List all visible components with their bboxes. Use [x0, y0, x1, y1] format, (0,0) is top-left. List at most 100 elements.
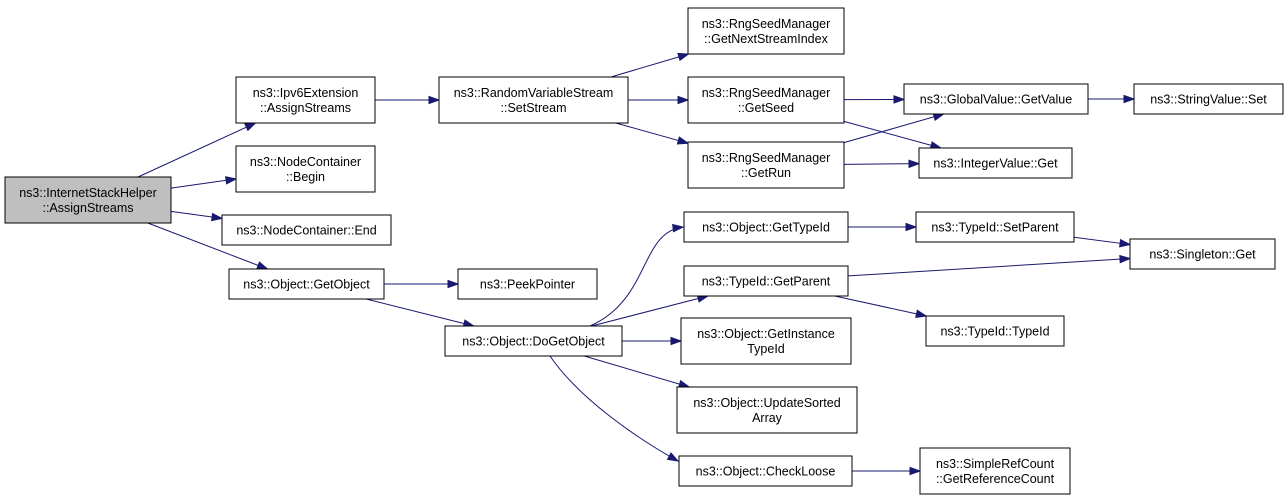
node-doget[interactable]: ns3::Object::DoGetObject — [444, 325, 623, 357]
edge-tgp-to-ttid — [834, 295, 927, 317]
node-cl[interactable]: ns3::Object::CheckLoose — [678, 455, 853, 487]
node-box — [235, 145, 376, 193]
node-box — [1129, 238, 1276, 270]
edge-rvs-to-rngr — [615, 122, 689, 144]
node-rvs[interactable]: ns3::RandomVariableStream::SetStream — [438, 76, 629, 124]
node-label: ns3::Object::DoGetObject — [462, 335, 605, 349]
node-box — [683, 211, 849, 243]
node-ipv6[interactable]: ns3::Ipv6Extension::AssignStreams — [235, 76, 376, 124]
node-label: ns3::GlobalValue::GetValue — [920, 93, 1072, 107]
node-label: Array — [752, 411, 783, 425]
node-iv[interactable]: ns3::IntegerValue::Get — [918, 147, 1073, 179]
node-gtid[interactable]: ns3::Object::GetTypeId — [683, 211, 849, 243]
edge-doget-to-tgp — [591, 295, 708, 327]
edge-root-to-getobj-arrowhead — [256, 261, 269, 270]
node-label: ns3::SimpleRefCount — [936, 457, 1055, 471]
node-box — [1133, 83, 1284, 115]
node-sg[interactable]: ns3::Singleton::Get — [1129, 238, 1276, 270]
node-label: ns3::RngSeedManager — [702, 17, 831, 31]
edge-getobj-to-doget — [366, 298, 474, 327]
edge-gtid-to-tsp-arrowhead — [905, 222, 918, 232]
edge-cl-to-src-arrowhead — [909, 466, 922, 476]
node-label: ::Begin — [286, 170, 325, 184]
node-label: ns3::RngSeedManager — [702, 151, 831, 165]
edge-gv-to-sv-arrowhead — [1123, 94, 1136, 104]
edge-tgp-to-sg-arrowhead — [1119, 254, 1132, 264]
edge-rngr-to-iv — [843, 163, 920, 165]
node-peek[interactable]: ns3::PeekPointer — [457, 268, 598, 300]
node-label: ns3::TypeId::TypeId — [940, 325, 1049, 339]
nodes-layer: ns3::InternetStackHelper::AssignStreamsn… — [4, 7, 1284, 495]
node-root[interactable]: ns3::InternetStackHelper::AssignStreams — [4, 176, 172, 224]
node-box — [687, 7, 845, 55]
node-rngn[interactable]: ns3::RngSeedManager::GetNextStreamIndex — [687, 7, 845, 55]
node-box — [687, 76, 845, 124]
edge-root-to-nce-arrowhead — [211, 212, 224, 222]
node-label: ns3::Ipv6Extension — [253, 86, 359, 100]
node-box — [680, 317, 852, 365]
edge-rngr-to-iv-arrowhead — [908, 159, 921, 169]
edge-doget-to-gtid — [589, 226, 684, 327]
edge-root-to-ncb — [170, 178, 237, 189]
node-box — [915, 211, 1075, 243]
node-box — [438, 76, 629, 124]
node-sv[interactable]: ns3::StringValue::Set — [1133, 83, 1284, 115]
node-label: TypeId — [747, 342, 785, 356]
node-label: ns3::NodeContainer — [250, 155, 361, 169]
node-gv[interactable]: ns3::GlobalValue::GetValue — [903, 83, 1089, 115]
edge-rngs-to-iv — [843, 120, 941, 149]
edge-rvs-to-rngn — [610, 53, 689, 78]
edge-rngr-to-gv — [843, 113, 944, 144]
node-ttid[interactable]: ns3::TypeId::TypeId — [925, 315, 1065, 347]
node-label: ns3::PeekPointer — [480, 278, 575, 292]
node-box — [235, 76, 376, 124]
node-label: ::GetRun — [741, 166, 791, 180]
node-box — [221, 214, 392, 246]
node-label: ::AssignStreams — [260, 101, 351, 115]
node-getobj[interactable]: ns3::Object::GetObject — [228, 268, 385, 300]
node-box — [925, 315, 1065, 347]
node-label: ns3::TypeId::GetParent — [702, 275, 831, 289]
node-box — [676, 386, 858, 434]
node-tsp[interactable]: ns3::TypeId::SetParent — [915, 211, 1075, 243]
node-label: ns3::Singleton::Get — [1149, 248, 1256, 262]
node-label: ::GetReferenceCount — [936, 472, 1055, 486]
edge-doget-to-usa — [584, 355, 690, 388]
node-label: ::AssignStreams — [42, 201, 133, 215]
edge-root-to-ipv6-arrowhead — [244, 122, 257, 132]
edge-doget-to-cl-arrowhead — [666, 452, 680, 462]
node-box — [228, 268, 385, 300]
node-ncb[interactable]: ns3::NodeContainer::Begin — [235, 145, 376, 193]
node-label: ns3::Object::UpdateSorted — [693, 396, 840, 410]
node-label: ns3::NodeContainer::End — [236, 224, 376, 238]
edge-getobj-to-peek-arrowhead — [447, 279, 460, 289]
node-rngs[interactable]: ns3::RngSeedManager::GetSeed — [687, 76, 845, 124]
node-box — [687, 141, 845, 189]
node-label: ns3::Object::GetObject — [243, 278, 370, 292]
edge-rvs-to-rngr-arrowhead — [676, 136, 690, 145]
node-box — [678, 455, 853, 487]
node-nce[interactable]: ns3::NodeContainer::End — [221, 214, 392, 246]
node-box — [683, 265, 849, 297]
node-label: ns3::IntegerValue::Get — [933, 157, 1058, 171]
edge-root-to-ncb-arrowhead — [224, 176, 238, 185]
edge-doget-to-gtid-arrowhead — [672, 223, 685, 233]
node-label: ns3::Object::GetTypeId — [702, 221, 830, 235]
edge-ipv6-to-rvs-arrowhead — [428, 95, 441, 105]
edge-rngs-to-gv-arrowhead — [893, 95, 906, 104]
edge-tgp-to-ttid-arrowhead — [915, 309, 928, 318]
node-label: ns3::TypeId::SetParent — [931, 221, 1059, 235]
edge-doget-to-gitid-arrowhead — [670, 336, 683, 346]
node-rngr[interactable]: ns3::RngSeedManager::GetRun — [687, 141, 845, 189]
node-box — [444, 325, 623, 357]
node-label: ns3::Object::GetInstance — [697, 327, 835, 341]
node-tgp[interactable]: ns3::TypeId::GetParent — [683, 265, 849, 297]
node-box — [918, 147, 1073, 179]
node-box — [903, 83, 1089, 115]
node-label: ::GetSeed — [738, 101, 794, 115]
node-label: ns3::StringValue::Set — [1150, 93, 1267, 107]
node-src[interactable]: ns3::SimpleRefCount::GetReferenceCount — [919, 447, 1071, 495]
